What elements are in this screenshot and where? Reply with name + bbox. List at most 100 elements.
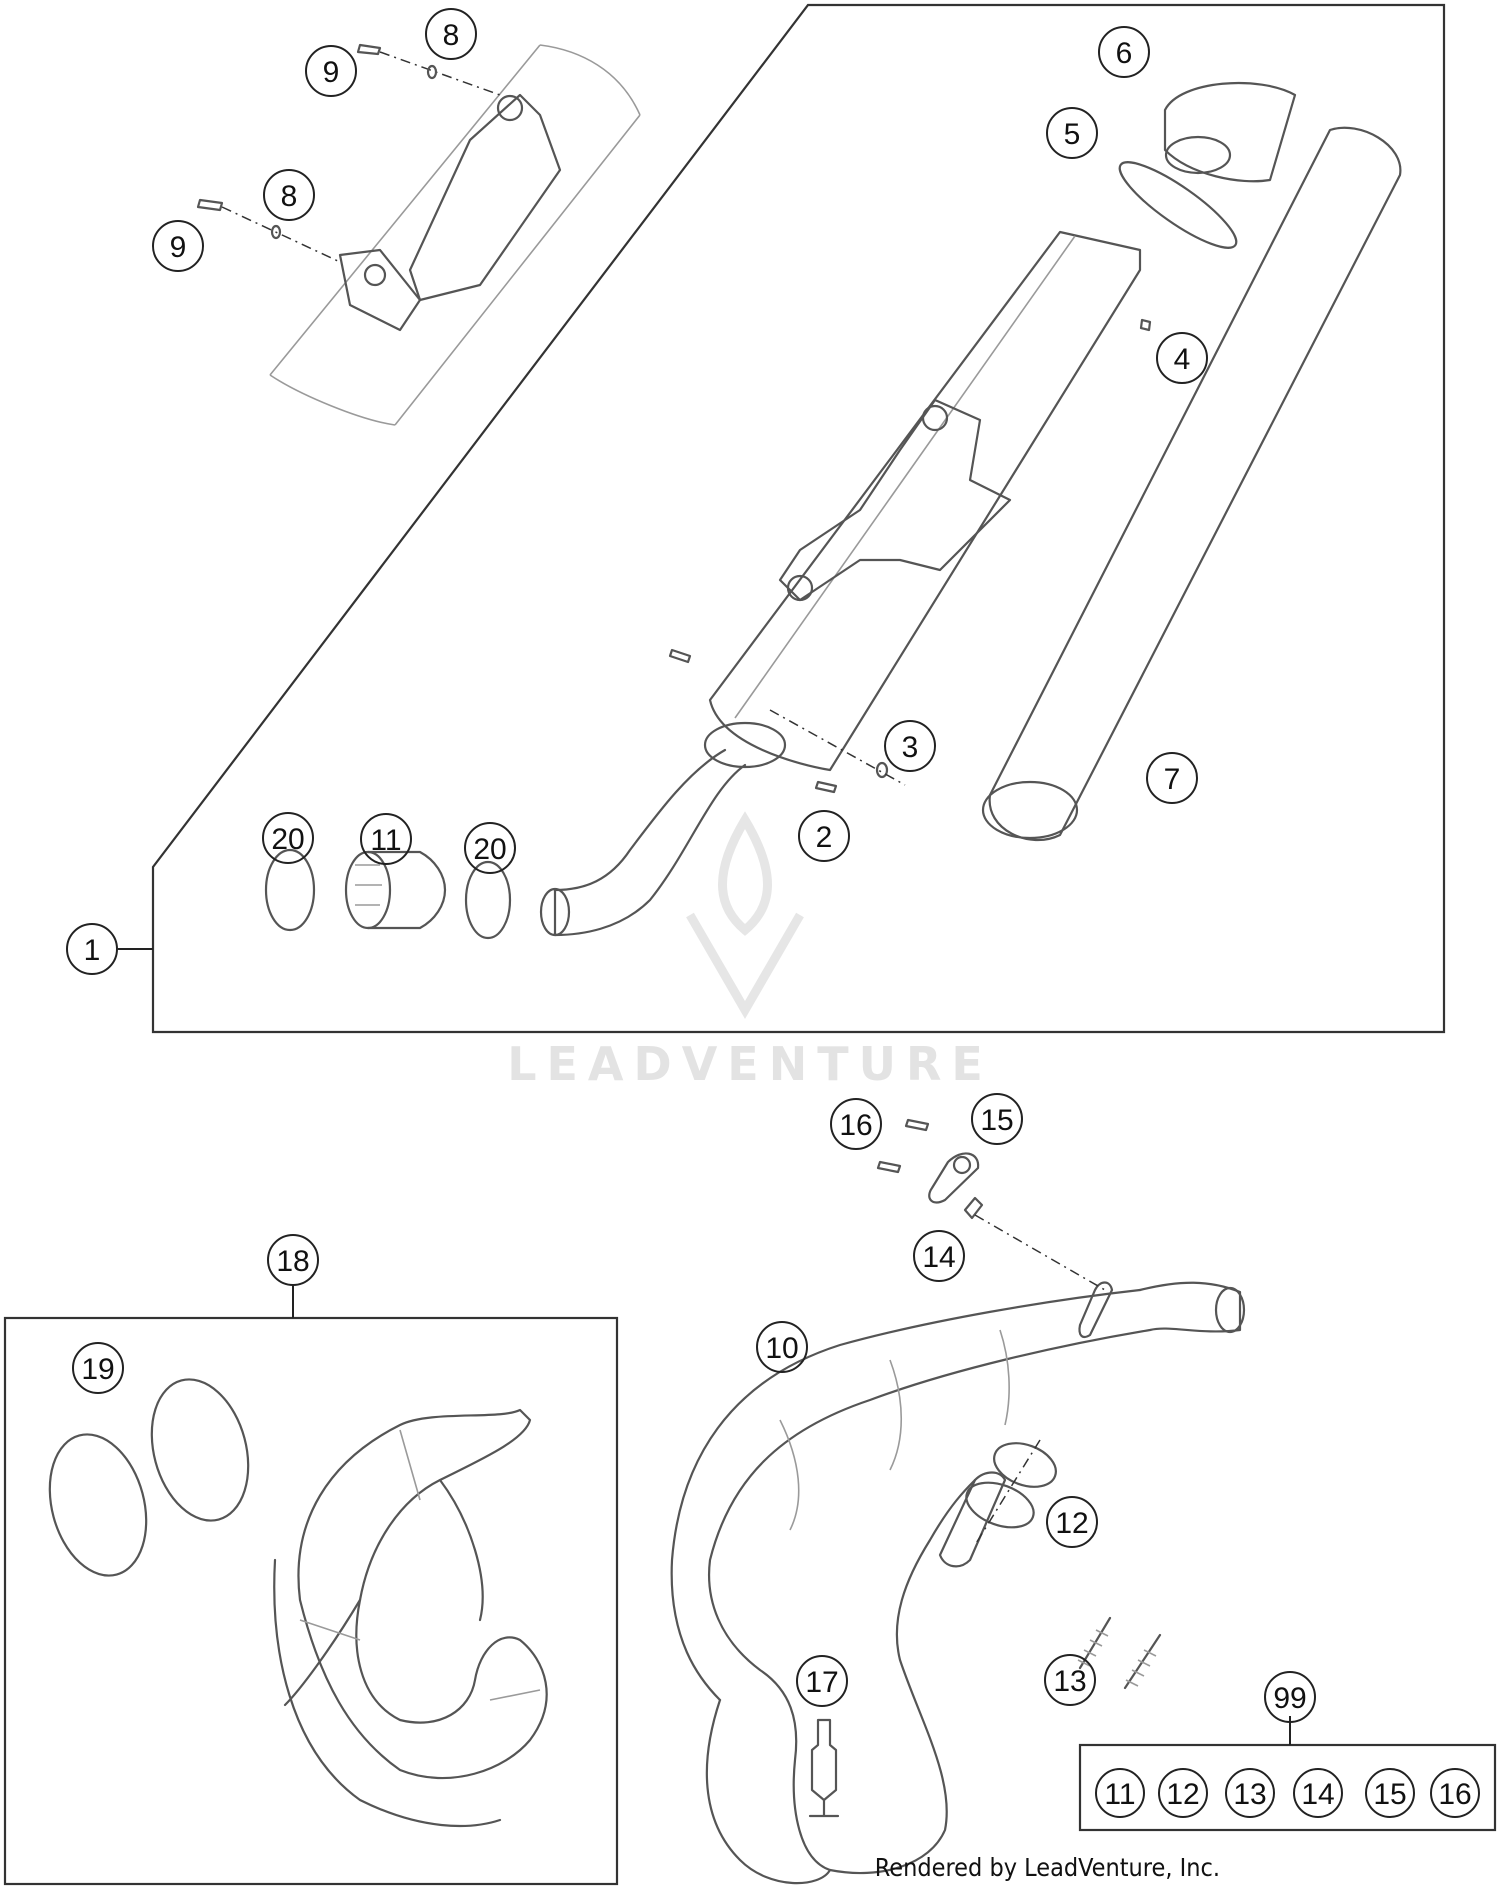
callout-4: 4: [1156, 332, 1208, 384]
svg-text:9: 9: [170, 231, 187, 264]
svg-text:4: 4: [1174, 343, 1191, 376]
svg-text:12: 12: [1055, 1507, 1088, 1540]
watermark: LEADVENTURE: [507, 811, 993, 1091]
svg-text:9: 9: [323, 56, 340, 89]
bracket-14-icon: [963, 1196, 1114, 1339]
svg-text:99: 99: [1273, 1682, 1306, 1715]
svg-text:13: 13: [1053, 1665, 1086, 1698]
watermark-text: LEADVENTURE: [507, 1037, 993, 1091]
callout-10: 10: [756, 1321, 808, 1373]
svg-text:8: 8: [443, 19, 460, 52]
gasket-20-left-icon: [264, 848, 316, 932]
washer-3-icon: [875, 761, 889, 779]
svg-text:11: 11: [370, 824, 401, 857]
svg-text:10: 10: [765, 1332, 798, 1365]
svg-text:12: 12: [1166, 1778, 1199, 1811]
callout-2: 2: [798, 810, 850, 862]
o-ring-5-icon: [1118, 161, 1238, 249]
svg-text:11: 11: [1104, 1778, 1135, 1811]
callout-15: 15: [971, 1093, 1023, 1145]
axis-12: [974, 1439, 1041, 1546]
kit-item-14: 14: [1293, 1768, 1343, 1818]
kit-item-15: 15: [1365, 1768, 1415, 1818]
spring-13-icon: [1077, 1616, 1162, 1690]
callout-20-left: 20: [262, 812, 314, 864]
callout-14: 14: [913, 1230, 965, 1282]
callout-7: 7: [1146, 752, 1198, 804]
bolt-16-upper-icon: [904, 1118, 930, 1132]
svg-text:6: 6: [1116, 37, 1133, 70]
svg-text:8: 8: [281, 180, 298, 213]
svg-text:19: 19: [81, 1353, 114, 1386]
svg-text:17: 17: [805, 1666, 838, 1699]
bolt-2-icon: [814, 780, 838, 794]
exhaust-pipe-10-icon: [670, 1281, 1246, 1885]
svg-text:20: 20: [473, 833, 506, 866]
svg-text:7: 7: [1164, 763, 1181, 796]
callout-12: 12: [1046, 1496, 1098, 1548]
callout-20-right: 20: [464, 822, 516, 874]
sleeve-11-icon: [344, 850, 447, 930]
o-ring-12-upper-icon: [993, 1442, 1057, 1488]
svg-text:18: 18: [276, 1245, 309, 1278]
mount-detail: [269, 44, 641, 426]
callout-19: 19: [72, 1342, 124, 1394]
clamp-19-front-icon: [48, 1433, 148, 1577]
svg-text:16: 16: [1438, 1778, 1471, 1811]
axis-14: [974, 1214, 1106, 1291]
svg-text:20: 20: [271, 823, 304, 856]
silencer-sleeve-7-icon: [981, 126, 1402, 841]
o-ring-12-lower-icon: [965, 1481, 1035, 1529]
kit-item-12: 12: [1158, 1768, 1208, 1818]
bolt-left-icon: [668, 648, 692, 664]
callout-9-lower: 9: [152, 220, 204, 272]
bolt-9-upper-icon: [356, 43, 382, 56]
svg-text:3: 3: [902, 731, 919, 764]
axis-3: [769, 709, 906, 786]
axis-9-upper: [379, 51, 501, 96]
kit-item-16: 16: [1430, 1768, 1480, 1818]
kit-item-11: 11: [1095, 1768, 1145, 1818]
svg-text:5: 5: [1064, 118, 1081, 151]
callout-18: 18: [267, 1234, 319, 1286]
render-credit: Rendered by LeadVenture, Inc.: [875, 1853, 1220, 1882]
callout-8-upper: 8: [425, 8, 477, 60]
callout-99: 99: [1264, 1671, 1316, 1723]
callout-1: 1: [66, 923, 118, 975]
svg-text:14: 14: [1301, 1778, 1334, 1811]
callout-8-lower: 8: [263, 169, 315, 221]
gasket-20-right-icon: [464, 860, 512, 940]
kit-99-items: 11 12 13 14 15 16: [1095, 1768, 1480, 1818]
pipe-guard-icon: [273, 1408, 548, 1828]
bolt-4-icon: [1139, 318, 1152, 332]
callout-3: 3: [884, 720, 936, 772]
callout-9-upper: 9: [305, 45, 357, 97]
silencer-body: [539, 230, 1142, 937]
bolt-16-lower-icon: [876, 1160, 902, 1174]
bolt-9-lower-icon: [196, 198, 224, 212]
svg-text:15: 15: [1373, 1778, 1406, 1811]
svg-text:13: 13: [1233, 1778, 1266, 1811]
watermark-logo-icon: [686, 811, 804, 1019]
callout-5: 5: [1046, 107, 1098, 159]
kit-item-13: 13: [1225, 1768, 1275, 1818]
washer-8-lower-icon: [270, 224, 282, 240]
callout-13: 13: [1044, 1654, 1096, 1706]
callout-6: 6: [1098, 26, 1150, 78]
svg-text:1: 1: [84, 934, 101, 967]
mount-15-icon: [928, 1152, 980, 1204]
clamp-19-back-icon: [150, 1378, 250, 1522]
axis-9-lower: [221, 206, 341, 263]
protection-kit-frame: [3, 1316, 619, 1886]
end-cap-6-icon: [1163, 81, 1297, 183]
svg-text:15: 15: [980, 1104, 1013, 1137]
callout-11: 11: [360, 813, 412, 865]
svg-text:14: 14: [922, 1241, 955, 1274]
silencer-assembly-frame: [151, 3, 1446, 1034]
kit-99-frame: [1078, 1743, 1497, 1832]
callout-16: 16: [830, 1098, 882, 1150]
svg-text:16: 16: [839, 1109, 872, 1142]
spark-plug-17-icon: [808, 1718, 840, 1818]
callouts: 1 2 3 4 5 6 7 8 8 9 9 10 11 12 13 14 15 …: [66, 8, 1316, 1723]
svg-text:2: 2: [816, 821, 833, 854]
